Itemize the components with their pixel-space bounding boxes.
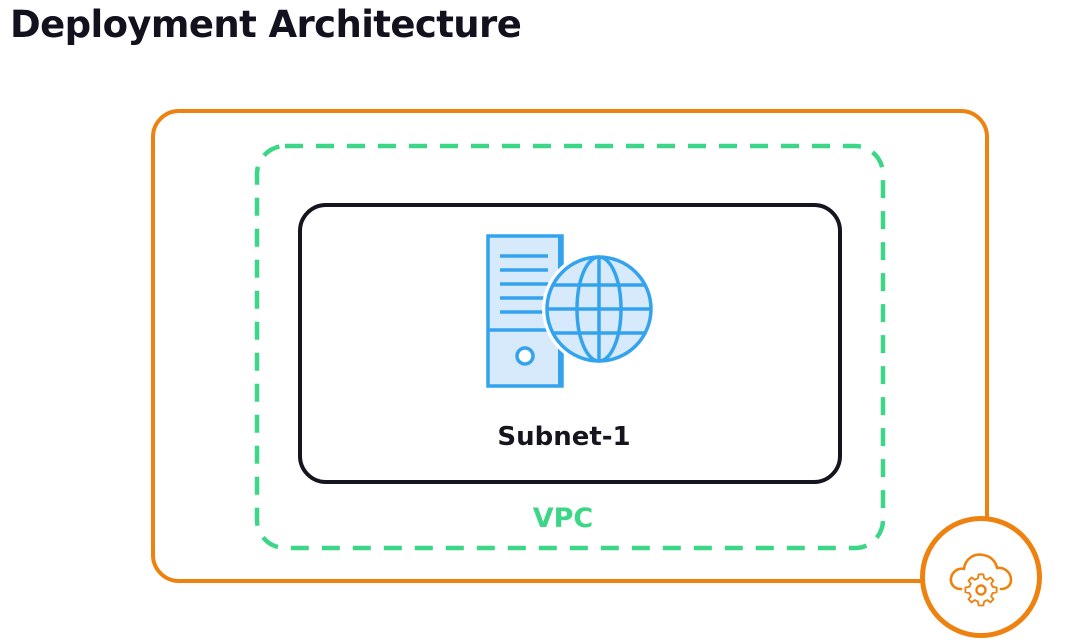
region-container (151, 109, 989, 583)
vpc-container (254, 143, 886, 551)
cloud-gear-icon (949, 553, 1013, 607)
vpc-label: VPC (532, 503, 594, 534)
subnet-label: Subnet-1 (497, 422, 631, 452)
page-title: Deployment Architecture (10, 3, 522, 46)
server-globe-icon (486, 234, 656, 388)
cloud-badge (920, 516, 1042, 638)
